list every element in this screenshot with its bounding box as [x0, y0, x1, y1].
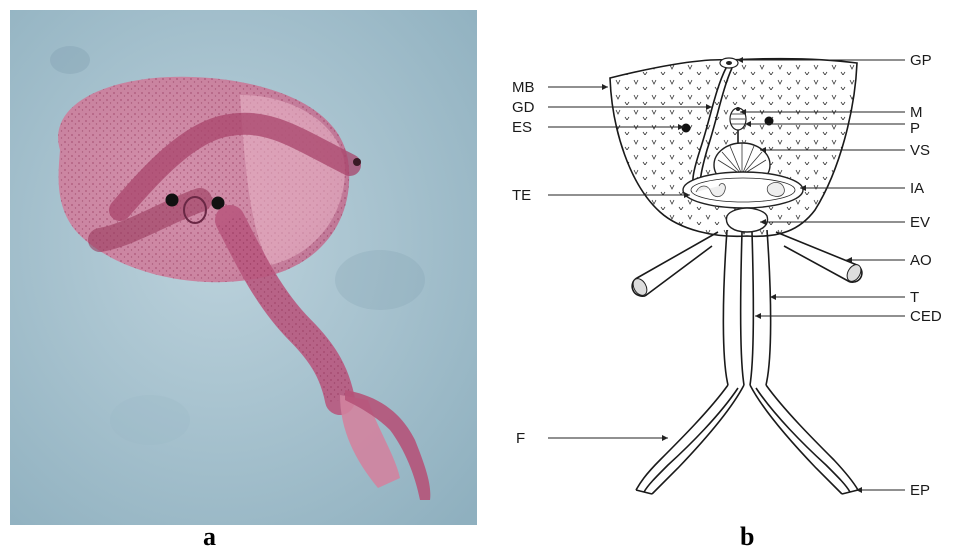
body-drawing [610, 58, 857, 236]
tail-stem-drawing [723, 230, 770, 385]
panel-a-photo [10, 10, 477, 525]
label-ao: AO [910, 252, 932, 269]
label-t: T [910, 289, 919, 306]
eye-spot-left [166, 194, 179, 207]
furcae-drawing [636, 385, 858, 494]
label-gd: GD [512, 99, 535, 116]
label-ced: CED [910, 308, 942, 325]
label-te: TE [512, 187, 531, 204]
label-es: ES [512, 119, 532, 136]
arms-drawing [630, 232, 863, 298]
label-ev: EV [910, 214, 930, 231]
label-f: F [516, 430, 525, 447]
label-ia: IA [910, 180, 924, 197]
label-gp: GP [910, 52, 932, 69]
panel-label-b: b [740, 522, 754, 550]
label-p: P [910, 120, 920, 137]
panel-b-drawing: MB GD ES TE F GP M P VS IA EV AO T CED E… [512, 52, 942, 499]
label-m: M [910, 104, 923, 121]
label-mb: MB [512, 79, 535, 96]
label-vs: VS [910, 142, 930, 159]
label-ep: EP [910, 482, 930, 499]
panel-label-a: a [203, 522, 216, 550]
